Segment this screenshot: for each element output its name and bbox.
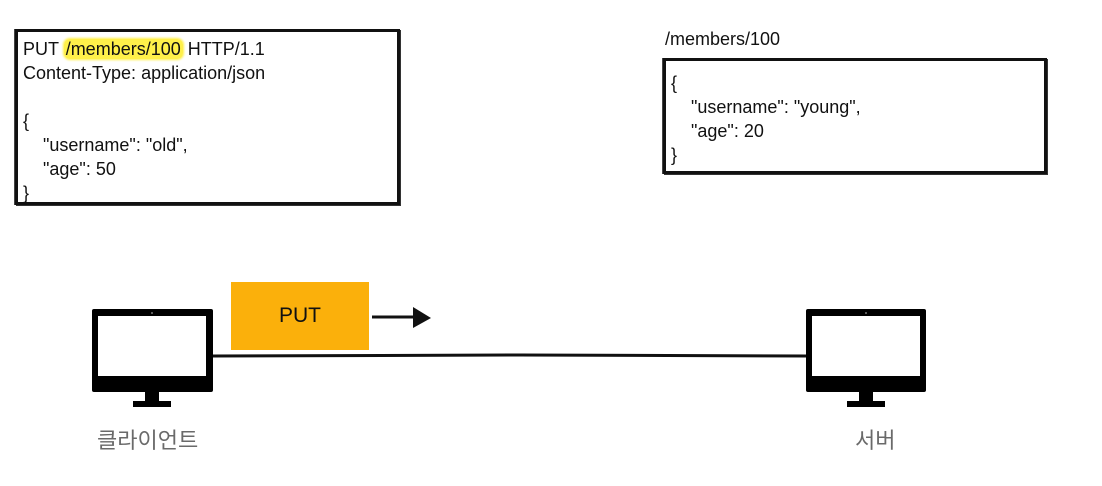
server-monitor-icon — [806, 309, 926, 407]
resource-line: "username": "young", — [671, 97, 861, 117]
body-line: { — [23, 111, 30, 131]
client-label: 클라이언트 — [97, 428, 199, 453]
request-message-box: PUT /members/100 HTTP/1.1 Content-Type: … — [15, 29, 400, 205]
resource-line: } — [671, 145, 678, 165]
body-line: } — [23, 183, 30, 203]
resource-state-box: { "username": "young", "age": 20 } — [663, 58, 1047, 174]
request-line: PUT /members/100 HTTP/1.1 — [23, 39, 265, 59]
resource-title: /members/100 — [665, 29, 781, 49]
body-line: "username": "old", — [23, 135, 188, 155]
resource-uri-highlight: /members/100 — [63, 39, 183, 59]
resource-line: "age": 20 — [671, 121, 764, 141]
server-label: 서버 — [855, 428, 896, 453]
blank-line — [23, 85, 397, 109]
method-box: PUT — [231, 282, 369, 350]
content-type-header: Content-Type: application/json — [23, 63, 266, 83]
resource-line: { — [671, 73, 678, 93]
method-label: PUT — [279, 304, 321, 327]
right-arrow-icon — [372, 307, 431, 328]
body-line: "age": 50 — [23, 159, 116, 179]
connection-line — [211, 353, 809, 358]
client-monitor-icon — [92, 309, 213, 407]
